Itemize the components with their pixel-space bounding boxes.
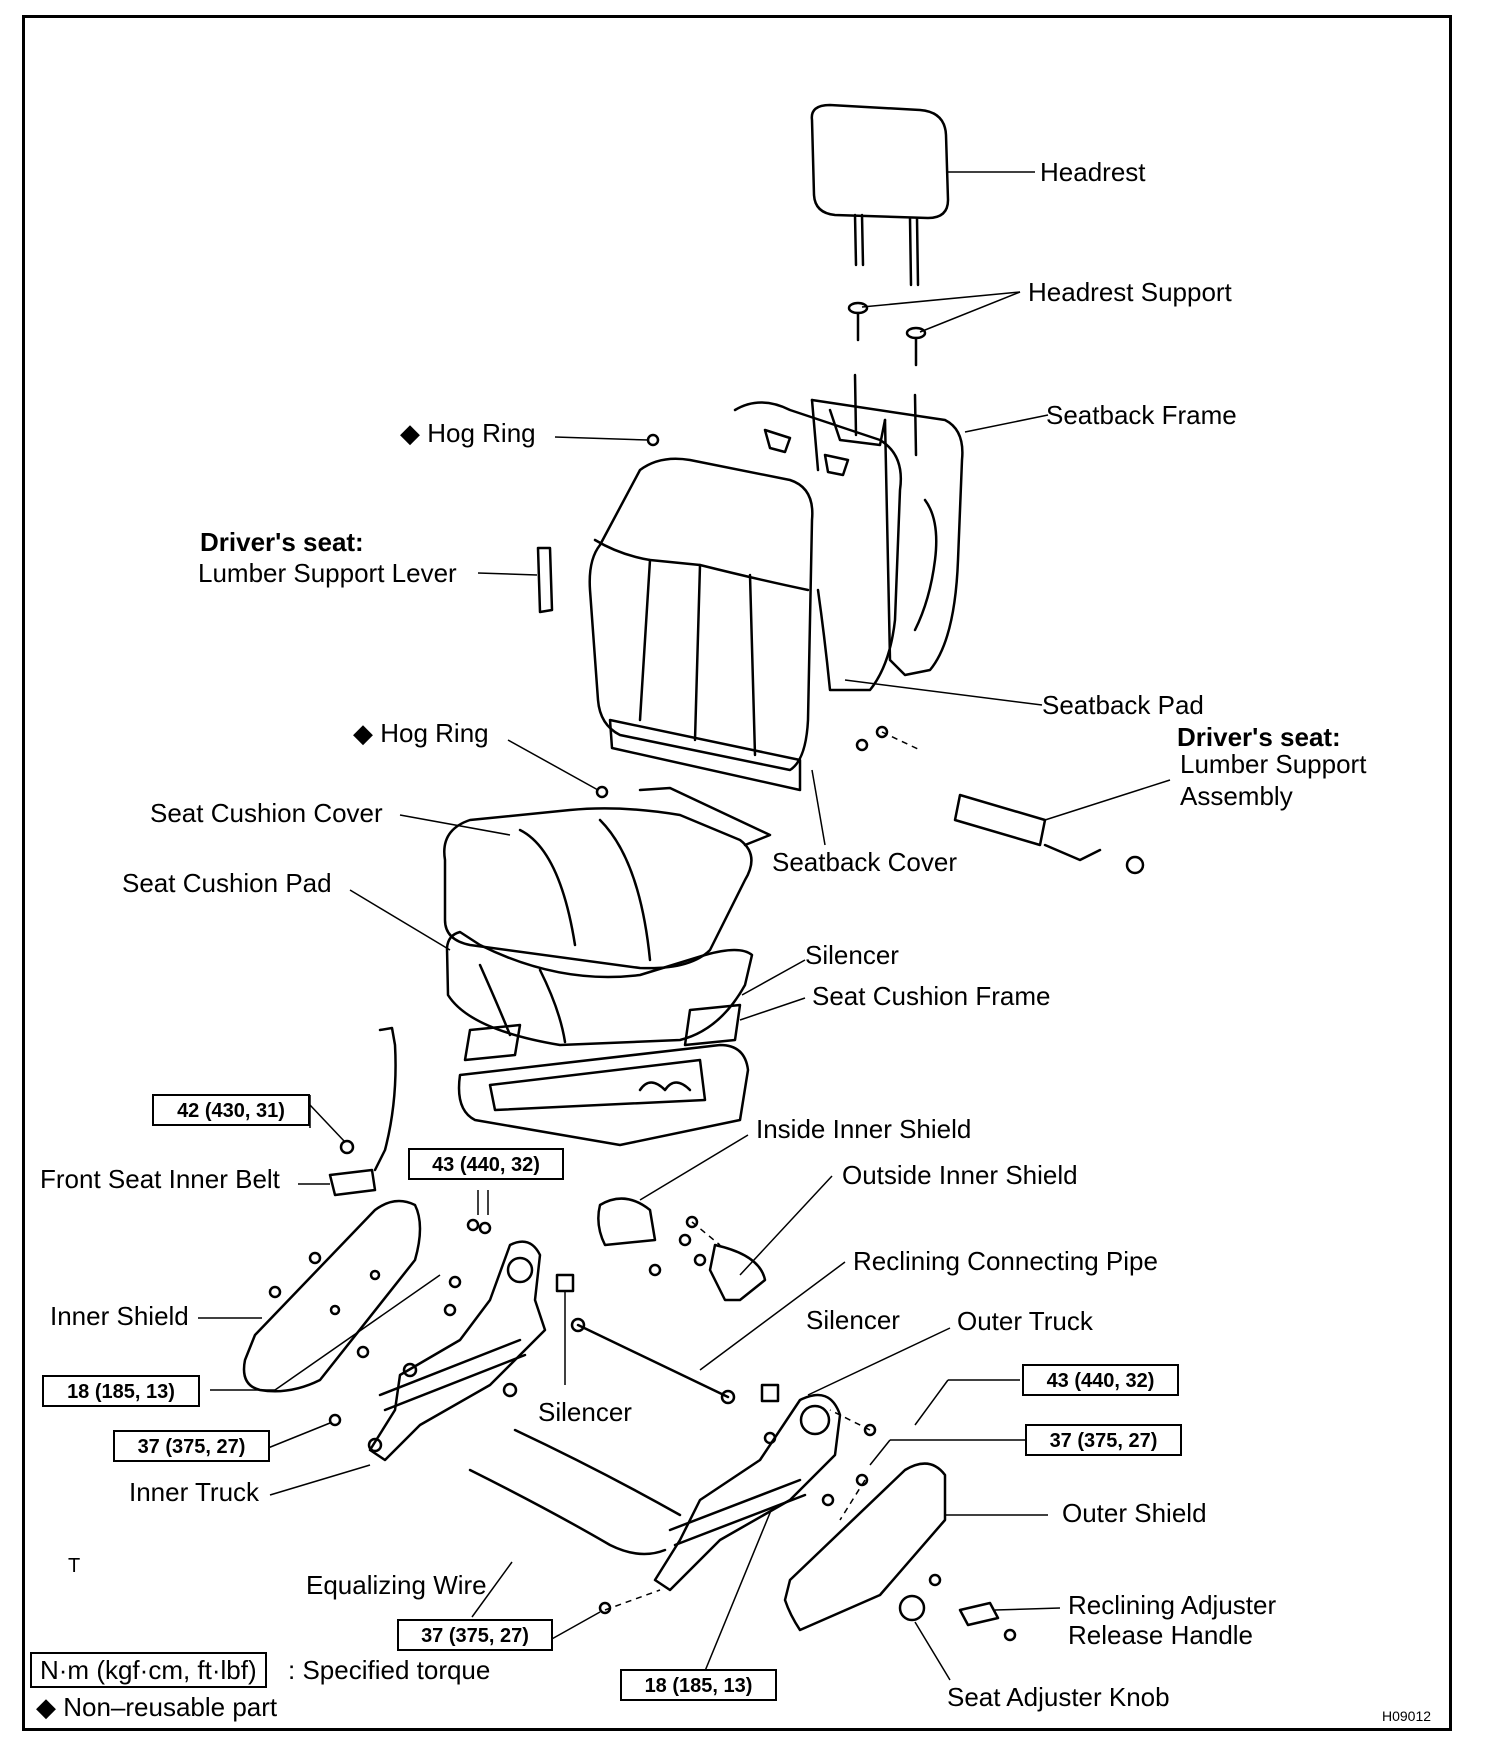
torque-box-7: 37 (375, 27): [397, 1619, 553, 1651]
torque-box-1: 42 (430, 31): [152, 1094, 310, 1126]
torque-box-8: 18 (185, 13): [620, 1669, 777, 1701]
label-silencer-1: Silencer: [805, 940, 899, 970]
headrest-support-parts: [847, 301, 927, 367]
reclining-pipe-part: [576, 1323, 730, 1399]
silencer-mat-part: [463, 1023, 522, 1062]
equalizing-wire-part: [513, 1428, 682, 1517]
label-drivers-seat-1: Driver's seat:: [200, 527, 364, 557]
dashed-guides: [604, 731, 921, 1611]
seatback-frame-part: [810, 373, 964, 677]
label-outer-truck: Outer Truck: [957, 1306, 1093, 1336]
label-headrest-support: Headrest Support: [1028, 277, 1232, 307]
figure-code: H09012: [1382, 1708, 1432, 1724]
inner-shield-part: [242, 1199, 422, 1393]
torque-box-2: 43 (440, 32): [408, 1148, 564, 1180]
label-silencer-2: Silencer: [806, 1305, 900, 1335]
label-reclining-connecting-pipe: Reclining Connecting Pipe: [853, 1246, 1158, 1276]
torque-box-4: 37 (375, 27): [113, 1430, 270, 1462]
release-handle-part: [958, 1601, 1000, 1627]
label-lumber-support-assembly-1: Lumber Support: [1180, 749, 1367, 779]
label-silencer-3: Silencer: [538, 1397, 632, 1427]
label-seat-cushion-cover: Seat Cushion Cover: [150, 798, 383, 828]
torque-box-3: 18 (185, 13): [42, 1375, 200, 1407]
seatback-pad-part: [733, 401, 903, 692]
headrest-part: [810, 103, 950, 287]
label-seatback-frame: Seatback Frame: [1046, 400, 1237, 430]
diamond-icon: ◆: [400, 418, 420, 448]
seat-belt-part: [328, 1026, 397, 1197]
label-drivers-seat-2: Driver's seat:: [1177, 722, 1341, 752]
seat-adjuster-knob-part: [898, 1594, 926, 1622]
hog-ring-text-1: Hog Ring: [427, 418, 536, 448]
legend-nonreusable-text: Non–reusable part: [63, 1692, 278, 1722]
label-seat-cushion-frame: Seat Cushion Frame: [812, 981, 1051, 1011]
label-t-mark: T: [68, 1555, 81, 1577]
lumber-support-assembly-part: [855, 725, 1145, 875]
label-reclining-adjuster-2: Release Handle: [1068, 1620, 1254, 1650]
label-front-seat-inner-belt: Front Seat Inner Belt: [40, 1164, 280, 1194]
outer-shield-part: [783, 1462, 947, 1632]
diamond-icon: ◆: [353, 718, 373, 748]
legend-nonreusable: ◆ Non–reusable part: [36, 1692, 277, 1722]
label-inside-inner-shield: Inside Inner Shield: [756, 1114, 972, 1144]
figure-frame: [22, 15, 1452, 1731]
outside-inner-shield-part: [708, 1243, 767, 1302]
label-lumber-support-lever: Lumber Support Lever: [198, 558, 457, 588]
legend-unit-text: : Specified torque: [288, 1655, 491, 1685]
hog-ring-text-2: Hog Ring: [380, 718, 489, 748]
label-reclining-adjuster-1: Reclining Adjuster: [1068, 1590, 1277, 1620]
label-outside-inner-shield: Outside Inner Shield: [842, 1160, 1078, 1190]
leader-lines: [198, 171, 1171, 1689]
label-inner-truck: Inner Truck: [129, 1477, 260, 1507]
torque-box-5: 43 (440, 32): [1022, 1364, 1179, 1396]
inner-truck-part: [367, 1240, 547, 1462]
label-outer-shield: Outer Shield: [1062, 1498, 1207, 1528]
label-hog-ring-1: ◆ Hog Ring: [400, 418, 536, 448]
label-hog-ring-2: ◆ Hog Ring: [353, 718, 489, 748]
torque-box-6: 37 (375, 27): [1025, 1424, 1182, 1456]
label-seat-cushion-pad: Seat Cushion Pad: [122, 868, 332, 898]
label-seat-adjuster-knob: Seat Adjuster Knob: [947, 1682, 1170, 1712]
label-headrest: Headrest: [1040, 157, 1146, 187]
seat-cushion-cover-part: [443, 786, 772, 970]
silencer-block-part: [555, 1273, 575, 1293]
bolts-left: [268, 1218, 518, 1427]
legend-unit-box: N·m (kgf·cm, ft·lbf): [30, 1652, 267, 1688]
seatback-cover-part: [588, 457, 814, 792]
seat-cushion-frame-part: [457, 1043, 750, 1147]
outer-truck-part: [653, 1393, 842, 1592]
lumber-lever-part: [536, 546, 554, 614]
label-seatback-pad: Seatback Pad: [1042, 690, 1204, 720]
diamond-icon: ◆: [36, 1692, 56, 1722]
label-seatback-cover: Seatback Cover: [772, 847, 957, 877]
label-equalizing-wire: Equalizing Wire: [306, 1570, 487, 1600]
label-lumber-support-assembly-2: Assembly: [1180, 781, 1293, 811]
inside-inner-shield-part: [597, 1197, 657, 1247]
label-inner-shield: Inner Shield: [50, 1301, 189, 1331]
